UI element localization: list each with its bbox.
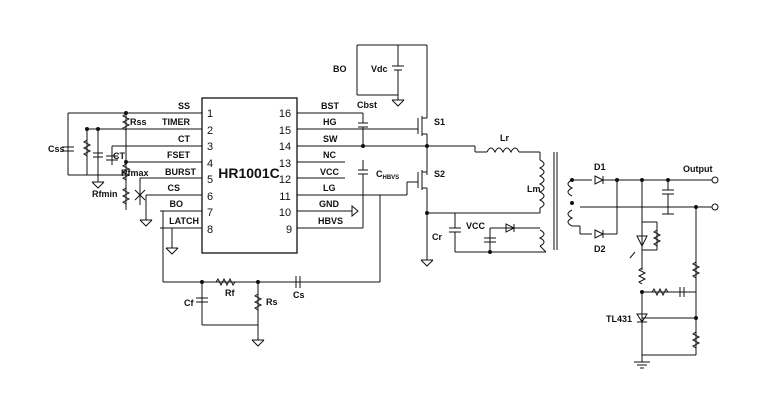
ct-label: CT (113, 151, 125, 161)
tl431-label: TL431 (606, 314, 632, 324)
pin-label-bst: BST (321, 101, 340, 111)
cbst-label: Cbst (357, 100, 377, 110)
junctions (85, 111, 698, 320)
pin-num-6: 6 (207, 191, 213, 203)
chbvs-label: CHBVS (376, 169, 399, 181)
pin-num-3: 3 (207, 141, 213, 153)
pin-label-burst: BURST (165, 167, 197, 177)
pin-num-15: 15 (279, 125, 291, 137)
ic-name: HR1001C (218, 165, 279, 181)
pin-num-16: 16 (279, 108, 291, 120)
rfmax-label: Rfmax (121, 168, 149, 178)
pin-num-7: 7 (207, 207, 213, 219)
lm-label: Lm (527, 184, 541, 194)
pin-num-4: 4 (207, 158, 213, 170)
pin-num-12: 12 (279, 174, 291, 186)
pin-label-hg: HG (323, 117, 337, 127)
rs-label: Rs (266, 297, 278, 307)
cs-cap-label: Cs (293, 290, 305, 300)
pin-label-latch: LATCH (169, 216, 199, 226)
left-pins: SS TIMER CT FSET BURST CS BO LATCH 1 2 3… (160, 101, 213, 236)
cs-network: Cf Rf Rs Cs (163, 195, 381, 347)
pin-num-10: 10 (279, 207, 291, 219)
bo-label: BO (333, 64, 347, 74)
vdc-label: Vdc (371, 64, 388, 74)
pin-label-gnd: GND (319, 199, 340, 209)
rss-label: Rss (130, 117, 147, 127)
left-network: Css Rss CT Rfmax Rfmin (48, 112, 179, 282)
lr-label: Lr (500, 133, 509, 143)
power-stage: BO Vdc Cbst S1 Lr CHBVS (333, 44, 558, 267)
pin-label-cs: CS (167, 183, 180, 193)
pin-num-11: 11 (279, 191, 290, 203)
s1-label: S1 (434, 117, 445, 127)
d1-label: D1 (594, 162, 606, 172)
pin-num-1: 1 (207, 108, 213, 120)
pin-num-5: 5 (207, 174, 213, 186)
rf-label: Rf (225, 288, 235, 298)
rfmin-label: Rfmin (92, 189, 118, 199)
secondary-side: D1 D2 Output (567, 162, 719, 369)
css-label: Css (48, 144, 65, 154)
pin-num-9: 9 (286, 224, 292, 236)
s2-label: S2 (434, 169, 445, 179)
pin-label-bo: BO (170, 199, 184, 209)
pin-label-nc: NC (323, 150, 336, 160)
pin-label-vcc: VCC (320, 167, 340, 177)
output-label: Output (683, 164, 713, 174)
pin-label-hbvs: HBVS (318, 216, 343, 226)
pin-num-8: 8 (207, 224, 213, 236)
d2-label: D2 (594, 244, 606, 254)
cr-label: Cr (432, 232, 442, 242)
pin-label-fset: FSET (167, 150, 191, 160)
pin-label-sw: SW (323, 134, 338, 144)
pin-num-2: 2 (207, 125, 213, 137)
right-pins: BST HG SW NC VCC LG GND HBVS 16 15 14 13… (279, 101, 345, 236)
pin-num-14: 14 (279, 141, 291, 153)
cf-label: Cf (184, 298, 194, 308)
pin-label-lg: LG (323, 183, 336, 193)
pin-num-13: 13 (279, 158, 291, 170)
vcc-aux-label: VCC (466, 221, 486, 231)
pin-label-timer: TIMER (162, 117, 190, 127)
ic-body (201, 97, 298, 254)
pin-label-ct: CT (178, 134, 190, 144)
pin-label-ss: SS (178, 101, 190, 111)
